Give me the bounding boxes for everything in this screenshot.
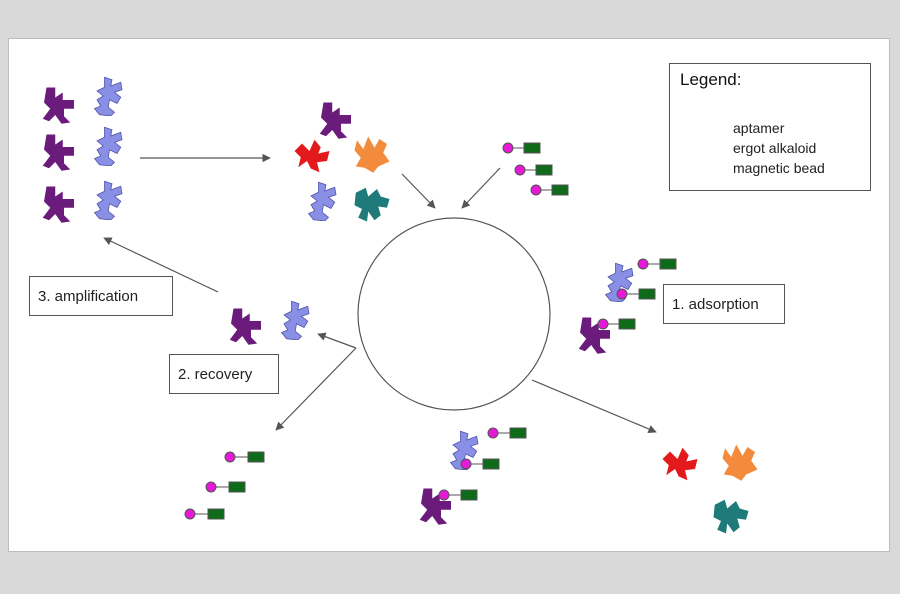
label-adsorption: 1. adsorption bbox=[663, 284, 785, 324]
label-recovery: 2. recovery bbox=[169, 354, 279, 394]
adsorbed-complexes bbox=[578, 258, 677, 354]
bound-complexes bbox=[419, 427, 527, 525]
oligo-pool bbox=[294, 102, 390, 222]
legend-box: Legend: aptamer ergot alkaloid magnetic … bbox=[669, 63, 871, 191]
label-amplification: 3. amplification bbox=[29, 276, 173, 316]
arrow-circle-to-beads bbox=[275, 347, 357, 431]
arrow-circle-to-recovered bbox=[317, 332, 357, 349]
bead-conjugates-input bbox=[502, 142, 569, 196]
arrow-beads-to-circle bbox=[461, 167, 501, 209]
legend-title: Legend: bbox=[680, 70, 742, 89]
discarded-oligos bbox=[662, 444, 758, 534]
arrow-circle-to-discard bbox=[531, 379, 657, 433]
arrow-recovered-to-amplified bbox=[103, 237, 219, 293]
recovered-aptamers bbox=[229, 300, 310, 345]
arrow-pool-to-circle bbox=[401, 173, 436, 209]
amplified-aptamers bbox=[42, 76, 123, 223]
legend-item-ergot-alkaloid: ergot alkaloid bbox=[733, 140, 817, 156]
legend-item-magnetic-bead: magnetic bead bbox=[733, 160, 825, 176]
legend-item-aptamer: aptamer bbox=[733, 120, 785, 136]
selection-circle bbox=[357, 217, 551, 411]
bead-conjugates-recovered bbox=[184, 451, 265, 520]
